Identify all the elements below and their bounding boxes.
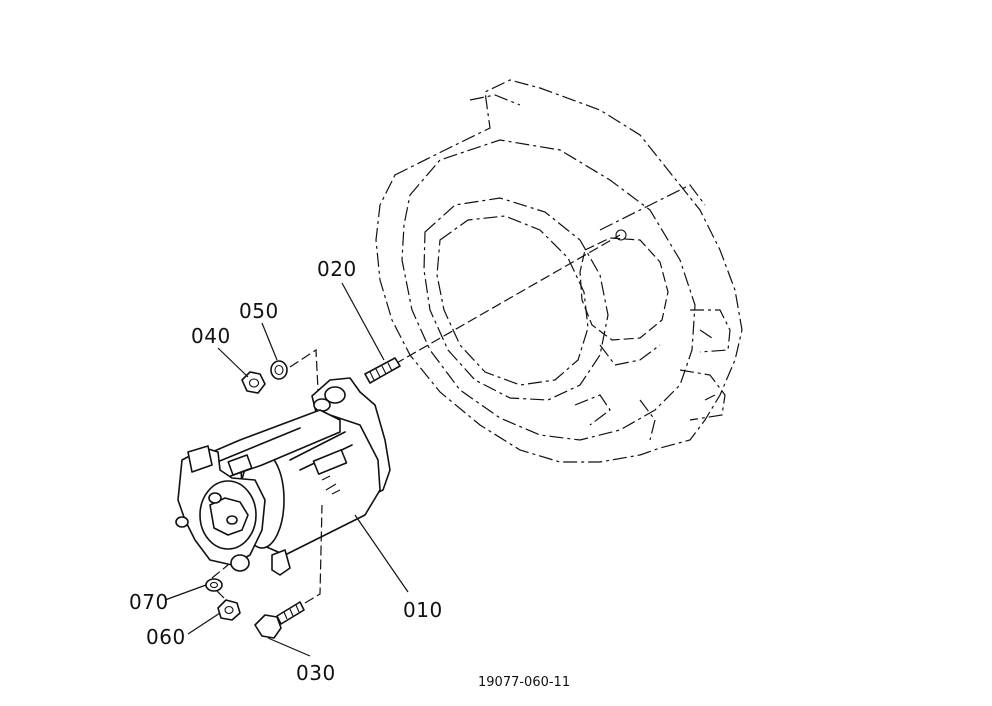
label-020: 020 [317,257,357,281]
leader-030 [267,637,311,657]
leader-010 [354,514,409,593]
stud-bolt [364,357,401,384]
label-030: 030 [296,661,336,685]
stud-alignment-line [394,234,621,365]
leader-070 [164,584,207,601]
hex-bolt [254,601,305,639]
label-050: 050 [239,299,279,323]
leader-060 [187,612,221,635]
spring-washer-lower [205,578,223,592]
housing-stud-hole [615,229,627,241]
label-040: 040 [191,324,231,348]
hex-nut-lower [217,599,241,621]
spring-washer-upper [270,360,288,380]
upper-mount-guide [289,348,319,391]
leader-020 [341,282,385,361]
leader-lines [164,282,409,657]
reference-code: 19077-060-11 [478,675,570,690]
starter-motor [175,377,391,576]
lower-mount-guide [211,564,229,599]
leader-050 [261,322,278,361]
label-010: 010 [403,598,443,622]
flywheel-housing-outline [375,79,743,463]
bolt-mount-guide [304,504,323,604]
label-070: 070 [129,590,169,614]
leader-040 [217,347,249,378]
label-060: 060 [146,625,186,649]
